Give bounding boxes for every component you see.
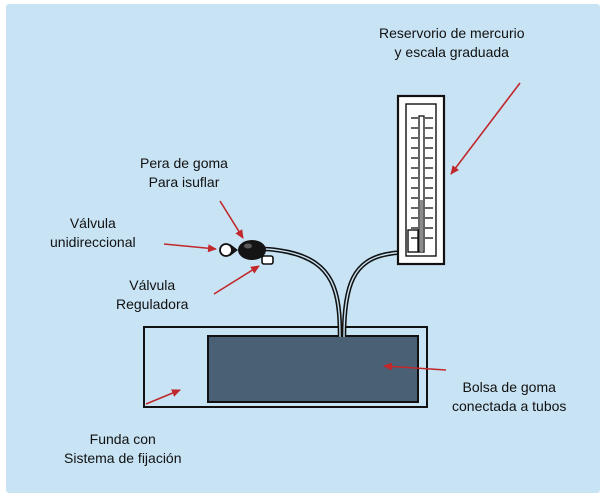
label-regulator-valve: Válvula Reguladora xyxy=(116,276,188,314)
tube-to-bulb-inner xyxy=(263,248,341,338)
label-bladder-line2: conectada a tubos xyxy=(452,398,567,414)
regulator-valve-icon xyxy=(261,255,274,265)
diagram-canvas: Reservorio de mercurio y escala graduada… xyxy=(6,4,600,493)
graduated-scale xyxy=(411,117,433,239)
label-one-way-valve-line2: unidireccional xyxy=(50,234,136,250)
label-cuff-line2: Sistema de fijación xyxy=(64,450,182,466)
arrow-regulator-valve xyxy=(213,265,260,295)
label-regulator-valve-line2: Reguladora xyxy=(116,296,189,312)
label-mercury-reservoir: Reservorio de mercurio y escala graduada xyxy=(379,24,525,62)
label-cuff: Funda con Sistema de fijación xyxy=(64,430,182,468)
valve-icon xyxy=(219,243,233,257)
label-bladder: Bolsa de goma conectada a tubos xyxy=(452,378,566,416)
manometer-inner-frame xyxy=(405,103,437,257)
label-bulb-line1: Pera de goma xyxy=(140,155,228,171)
arrow-one-way-valve xyxy=(163,243,217,253)
rubber-bladder xyxy=(207,335,419,403)
label-mercury-reservoir-line1: Reservorio de mercurio xyxy=(379,25,525,41)
arrow-bladder xyxy=(383,362,447,371)
label-bladder-line1: Bolsa de goma xyxy=(462,379,556,395)
label-bulb-line2: Para isuflar xyxy=(148,174,220,190)
label-mercury-reservoir-line2: y escala graduada xyxy=(394,44,509,60)
tube-to-bulb xyxy=(263,246,343,338)
label-bulb: Pera de goma Para isuflar xyxy=(140,154,228,192)
sphygmomanometer-diagram xyxy=(143,82,521,408)
bulb-icon xyxy=(230,240,266,260)
arrow-bulb xyxy=(219,200,244,239)
label-cuff-line1: Funda con xyxy=(89,431,156,447)
arrow-mercury-reservoir xyxy=(450,82,521,175)
label-one-way-valve-line1: Válvula xyxy=(69,215,116,231)
mercury-reservoir xyxy=(407,229,419,253)
mercury-column xyxy=(420,200,423,252)
arrow-cuff xyxy=(145,389,181,405)
label-regulator-valve-line1: Válvula xyxy=(129,277,176,293)
cuff-sleeve xyxy=(143,326,428,408)
label-one-way-valve: Válvula unidireccional xyxy=(50,214,136,252)
